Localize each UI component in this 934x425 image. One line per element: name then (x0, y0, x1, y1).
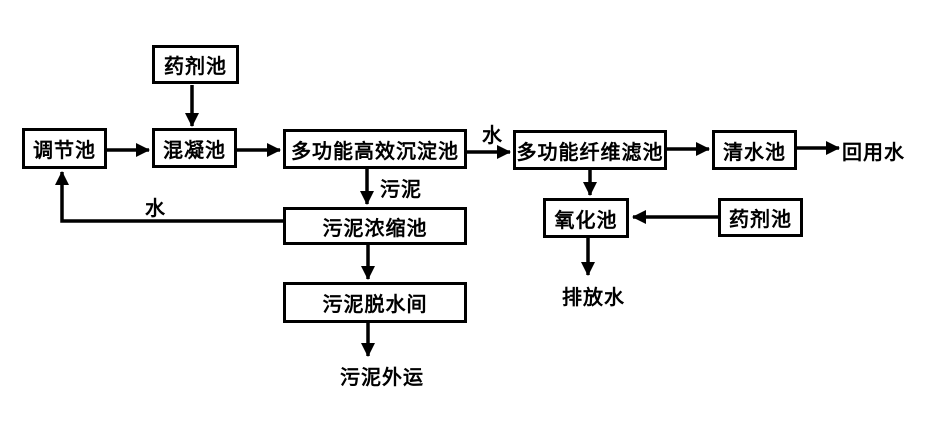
terminal-label-sludge-out: 污泥外运 (340, 367, 424, 389)
edge-label-water-return: 水 (145, 198, 166, 220)
node-fiber-filter-tank: 多功能纤维滤池 (513, 130, 667, 170)
node-sludge-thickening-tank: 污泥浓缩池 (283, 207, 467, 245)
node-clean-water-tank: 清水池 (712, 130, 797, 170)
edge-label-sludge: 污泥 (380, 179, 422, 201)
terminal-label-discharge-water: 排放水 (562, 287, 625, 309)
node-regulation-tank: 调节池 (22, 128, 107, 169)
node-oxidation-tank: 氧化池 (543, 198, 629, 238)
node-sedimentation-tank: 多功能高效沉淀池 (283, 129, 467, 169)
terminal-label-reuse-water: 回用水 (842, 142, 905, 164)
edge-label-water-top: 水 (482, 125, 503, 147)
node-chemical-tank-right: 药剂池 (718, 198, 803, 237)
arrow-thickening-return-to-regulation (55, 171, 283, 223)
node-sludge-dewatering-room: 污泥脱水间 (283, 282, 467, 323)
node-coagulation-tank: 混凝池 (152, 128, 237, 168)
node-chemical-tank-top: 药剂池 (152, 45, 239, 84)
